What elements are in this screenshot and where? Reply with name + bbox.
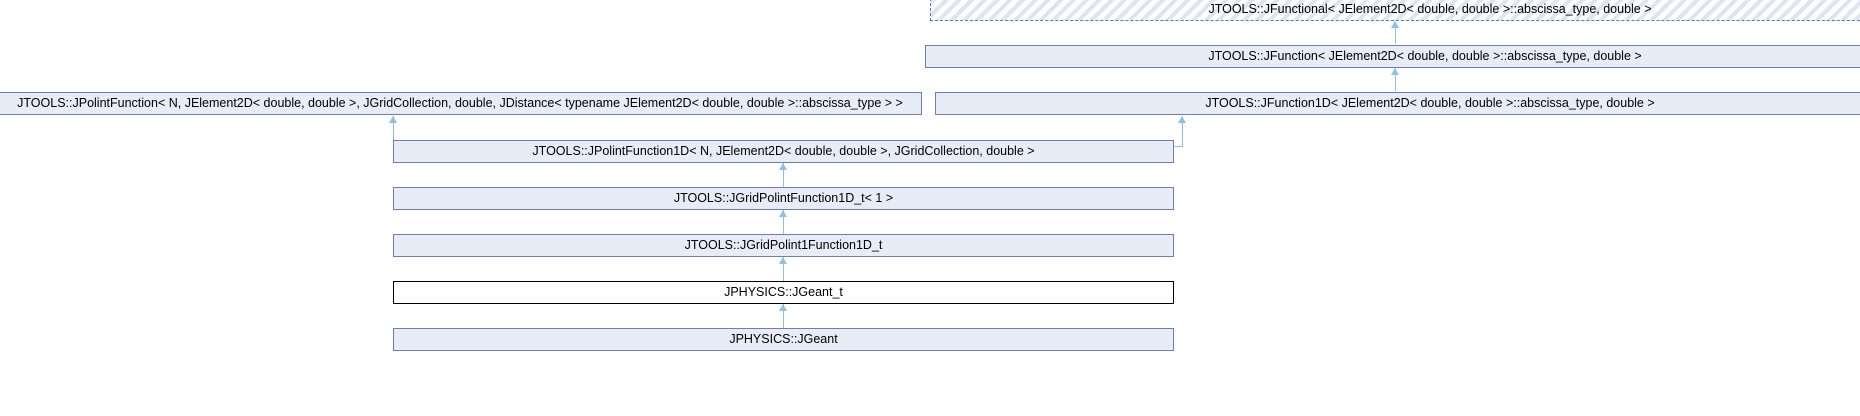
- class-node-jgridpolintfunction1d-t-label: JTOOLS::JGridPolintFunction1D_t< 1 >: [673, 191, 894, 206]
- edge-jgridpolint1function1dt-to-jgridpolintfunction1dt: [783, 210, 784, 234]
- class-node-jfunction-label: JTOOLS::JFunction< JElement2D< double, d…: [1208, 49, 1642, 64]
- edge-jpolintfunction1d-to-jpolintfunction: [393, 116, 394, 147]
- edge-jgeantt-to-jgridpolint1function1dt: [783, 257, 784, 281]
- edge-jpolintfunction1d-to-jfunction1d: [1182, 116, 1183, 147]
- class-node-jfunction[interactable]: JTOOLS::JFunction< JElement2D< double, d…: [925, 45, 1860, 68]
- class-node-jgeant[interactable]: JPHYSICS::JGeant: [393, 328, 1174, 351]
- class-node-jfunctional[interactable]: JTOOLS::JFunctional< JElement2D< double,…: [930, 0, 1860, 21]
- class-node-jgeant-t-label: JPHYSICS::JGeant_t: [724, 285, 843, 300]
- class-node-jpolintfunction-label: JTOOLS::JPolintFunction< N, JElement2D< …: [17, 96, 903, 111]
- class-node-jgridpolintfunction1d-t[interactable]: JTOOLS::JGridPolintFunction1D_t< 1 >: [393, 187, 1174, 210]
- arrowhead-jfunction1d-to-jfunction: [1391, 68, 1399, 75]
- class-node-jgeant-label: JPHYSICS::JGeant: [729, 332, 838, 347]
- class-node-jpolintfunction1d[interactable]: JTOOLS::JPolintFunction1D< N, JElement2D…: [393, 140, 1174, 163]
- arrowhead-jpolintfunction1d-to-jpolintfunction: [389, 116, 397, 123]
- arrowhead-jfunction-to-jfunctional: [1391, 21, 1399, 28]
- class-node-jfunction1d[interactable]: JTOOLS::JFunction1D< JElement2D< double,…: [935, 92, 1860, 115]
- edge-jfunction-to-jfunctional: [1395, 21, 1396, 44]
- class-node-jgridpolint1function1d-t[interactable]: JTOOLS::JGridPolint1Function1D_t: [393, 234, 1174, 257]
- edge-jgeant-to-jgeantt: [783, 304, 784, 328]
- class-node-jgeant-t[interactable]: JPHYSICS::JGeant_t: [393, 281, 1174, 304]
- class-node-jpolintfunction1d-label: JTOOLS::JPolintFunction1D< N, JElement2D…: [532, 144, 1035, 159]
- class-node-jfunctional-label: JTOOLS::JFunctional< JElement2D< double,…: [1208, 2, 1652, 17]
- arrowhead-jgeantt-to-jgridpolint1function1dt: [779, 257, 787, 264]
- arrowhead-jgridpolint1function1dt-to-jgridpolintfunction1dt: [779, 210, 787, 217]
- arrowhead-jgridpolintfunction1dt-to-jpolintfunction1d: [779, 163, 787, 170]
- arrowhead-jpolintfunction1d-to-jfunction1d: [1178, 116, 1186, 123]
- class-node-jpolintfunction[interactable]: JTOOLS::JPolintFunction< N, JElement2D< …: [0, 92, 922, 115]
- class-node-jgridpolint1function1d-t-label: JTOOLS::JGridPolint1Function1D_t: [684, 238, 883, 253]
- edge-jgridpolintfunction1dt-to-jpolintfunction1d: [783, 163, 784, 187]
- class-node-jfunction1d-label: JTOOLS::JFunction1D< JElement2D< double,…: [1205, 96, 1655, 111]
- arrowhead-jgeant-to-jgeantt: [779, 304, 787, 311]
- edge-jfunction1d-to-jfunction: [1395, 68, 1396, 91]
